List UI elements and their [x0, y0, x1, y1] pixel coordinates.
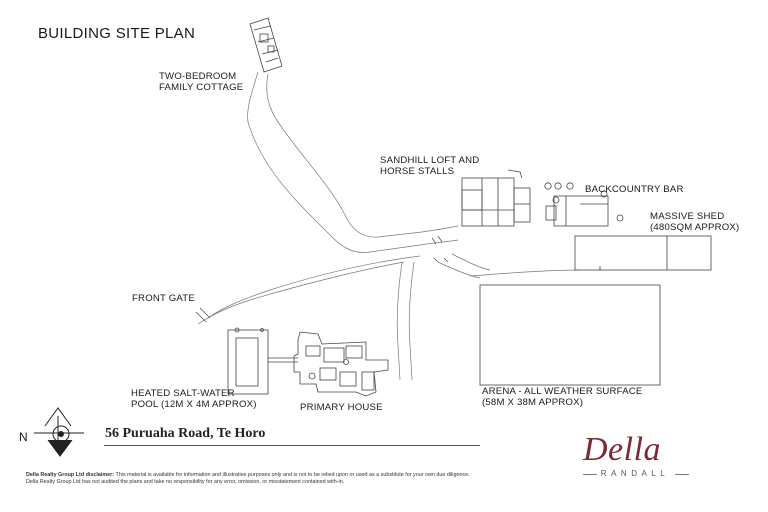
cottage-label-line2: FAMILY COTTAGE [159, 82, 244, 93]
property-address: 56 Puruaha Road, Te Horo [105, 426, 266, 441]
primary-house [293, 331, 389, 397]
disclaimer-heading: Della Realty Group Ltd disclaimer: [26, 472, 115, 478]
bar-label: BACKCOUNTRY BAR [585, 184, 684, 195]
logo-rule-right [675, 474, 689, 475]
pool-label: HEATED SALT-WATER POOL (12M X 4M APPROX) [131, 388, 257, 410]
road-front-gate [197, 261, 405, 325]
arena-label-line1: ARENA - ALL WEATHER SURFACE [482, 386, 643, 397]
address-underline [104, 445, 480, 446]
page-title: BUILDING SITE PLAN [38, 25, 196, 42]
pool [227, 327, 298, 395]
shed-building [574, 235, 712, 271]
arena-label: ARENA - ALL WEATHER SURFACE (58M X 38M A… [482, 386, 643, 408]
disclaimer: Della Realty Group Ltd disclaimer: This … [26, 472, 470, 486]
pool-label-line1: HEATED SALT-WATER [131, 388, 235, 399]
cottage-building [249, 17, 283, 73]
pool-label-line2: POOL (12M X 4M APPROX) [131, 399, 257, 410]
compass-north-label: N [19, 430, 28, 444]
cottage-label-line1: TWO-BEDROOM [159, 71, 237, 82]
logo-subtitle: RANDALL [600, 469, 670, 478]
shed-label-line1: MASSIVE SHED [650, 211, 725, 222]
logo-rule-left [583, 474, 597, 475]
road-to-house-inner [408, 261, 415, 381]
sandhill-label-line2: HORSE STALLS [380, 166, 455, 177]
arena [479, 284, 661, 386]
shed-label: MASSIVE SHED (480SQM APPROX) [650, 211, 739, 233]
disclaimer-line2: Della Realty Group Ltd has not audited t… [26, 479, 345, 485]
driveway-cottage [247, 71, 421, 253]
gate-label: FRONT GATE [132, 293, 195, 304]
logo [566, 418, 702, 506]
cottage-label: TWO-BEDROOM FAMILY COTTAGE [159, 71, 243, 93]
driveway-cottage-inner [266, 73, 423, 238]
road-front-gate-inner [207, 255, 421, 319]
house-label: PRIMARY HOUSE [300, 402, 383, 413]
road-arena [437, 253, 491, 279]
shed-label-line2: (480SQM APPROX) [650, 222, 740, 233]
sandhill-label-line1: SANDHILL LOFT AND [380, 155, 480, 166]
sandhill-building [461, 169, 574, 227]
logo-name: Della [583, 431, 662, 468]
gate-mark [195, 307, 211, 323]
arena-label-line2: (58M X 38M APPROX) [482, 397, 584, 408]
disclaimer-line1: Della Realty Group Ltd disclaimer: This … [26, 472, 470, 479]
road-to-house [396, 261, 403, 381]
compass-icon [34, 407, 84, 457]
sandhill-label: SANDHILL LOFT AND HORSE STALLS [380, 155, 479, 177]
road-to-sandhill [419, 225, 459, 246]
disclaimer-text: This material is available for informati… [114, 472, 470, 478]
bar-building [545, 190, 624, 227]
